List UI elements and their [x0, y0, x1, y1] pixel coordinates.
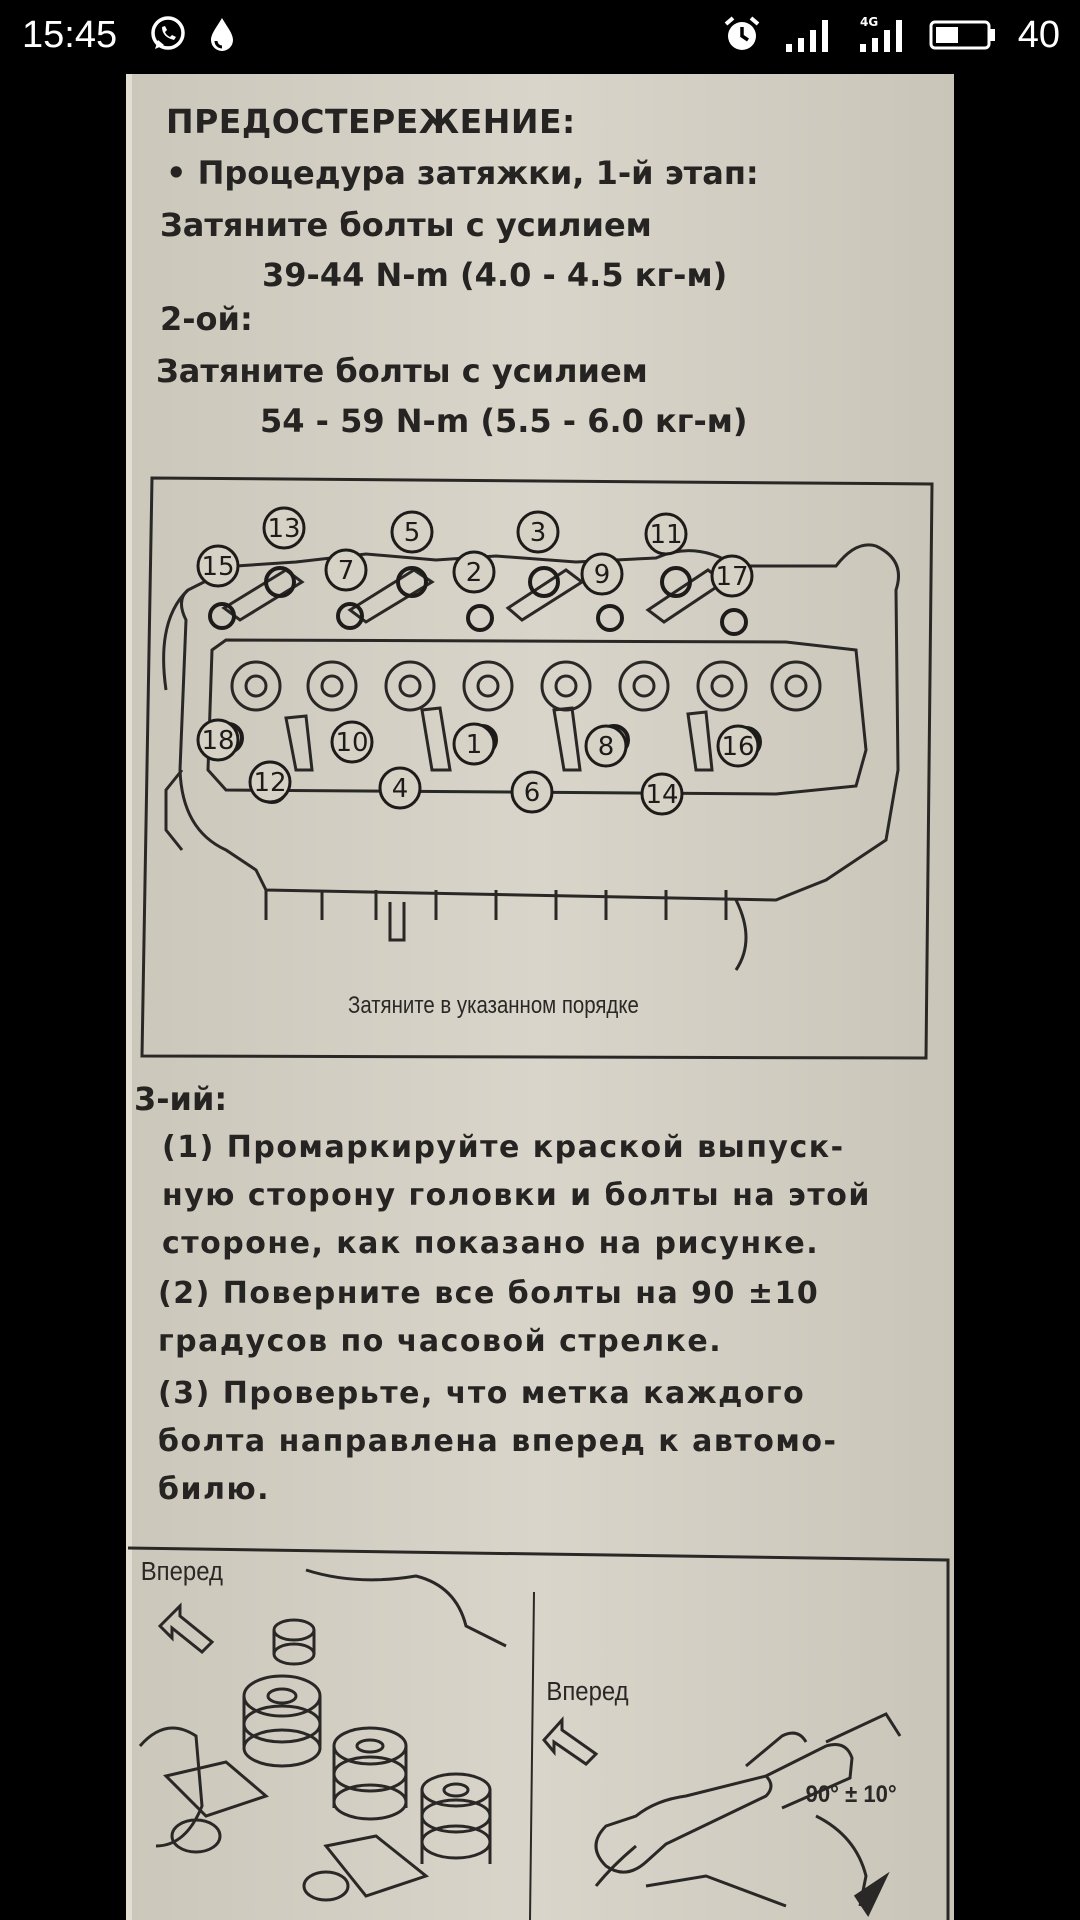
forward-arrow-icon	[157, 1602, 215, 1655]
bolt-label-11: 11	[644, 512, 688, 556]
step2-label: 2-ой:	[160, 300, 253, 338]
battery-level: 40	[1017, 14, 1060, 56]
bolt-label-5: 5	[390, 510, 434, 554]
bolt-label-7: 7	[324, 548, 368, 592]
bolt-label-16: 16	[716, 724, 760, 768]
figure2-angle-label: 90° ± 10°	[806, 1780, 897, 1807]
signal-4g-icon: 4G	[860, 15, 902, 52]
step3-line-5: градусов по часовой стрелке.	[158, 1324, 723, 1359]
svg-text:11: 11	[649, 520, 682, 550]
step2-torque: 54 - 59 N-m (5.5 - 6.0 кг-м)	[260, 402, 748, 440]
figure2-left-label: Вперед	[141, 1557, 224, 1586]
status-bar: 15:45 4G 40	[0, 0, 1080, 74]
step3-line-1: (1) Промаркируйте краской выпуск-	[162, 1130, 845, 1165]
bolt-label-17: 17	[710, 554, 754, 598]
svg-text:7: 7	[338, 556, 355, 586]
svg-text:4G: 4G	[860, 15, 878, 29]
bolt-label-8: 8	[584, 724, 628, 768]
bolt-label-18: 18	[196, 718, 240, 762]
whatsapp-icon	[151, 16, 185, 50]
bolt-label-15: 15	[196, 544, 240, 588]
svg-text:13: 13	[267, 514, 300, 544]
svg-text:8: 8	[598, 732, 615, 762]
clock: 15:45	[22, 14, 118, 56]
svg-text:15: 15	[201, 552, 234, 582]
scanned-manual-page[interactable]: ПРЕДОСТЕРЕЖЕНИЕ: • Процедура затяжки, 1-…	[126, 74, 954, 1920]
step3-line-2: ную сторону головки и болты на этой	[162, 1178, 871, 1213]
bolt-label-4: 4	[378, 766, 422, 810]
step2-instruction: Затяните болты с усилием	[156, 352, 648, 390]
svg-text:3: 3	[530, 518, 547, 548]
step3-line-7: болта направлена вперед к автомо-	[158, 1424, 838, 1459]
bolt-marking-diagram: Вперед Вперед 90° ± 10°	[127, 1546, 950, 1920]
svg-text:5: 5	[404, 518, 421, 548]
step3-label: 3-ий:	[134, 1080, 228, 1118]
battery-icon	[929, 20, 995, 50]
forward-arrow-icon	[542, 1716, 599, 1766]
bolt-order-diagram: 13 5 3 11 15 7 2 9 17 18 10 1 8 16 12 4 …	[140, 476, 934, 1060]
step1-instruction: Затяните болты с усилием	[160, 206, 652, 244]
svg-text:6: 6	[524, 778, 541, 808]
svg-text:12: 12	[253, 768, 286, 798]
bolt-label-6: 6	[510, 770, 554, 814]
svg-text:2: 2	[466, 558, 483, 588]
bolt-label-9: 9	[580, 552, 624, 596]
svg-text:16: 16	[721, 732, 754, 762]
warning-heading: ПРЕДОСТЕРЕЖЕНИЕ:	[166, 102, 576, 141]
step1-bullet: • Процедура затяжки, 1-й этап:	[166, 154, 759, 192]
bolt-label-2: 2	[452, 550, 496, 594]
svg-text:14: 14	[645, 780, 678, 810]
bolt-label-12: 12	[248, 760, 292, 804]
svg-text:10: 10	[335, 728, 368, 758]
step1-torque: 39-44 N-m (4.0 - 4.5 кг-м)	[262, 256, 728, 294]
paper-texture	[126, 74, 954, 1920]
figure1-caption: Затяните в указанном порядке	[348, 992, 639, 1019]
step3-line-8: билю.	[158, 1472, 271, 1507]
svg-text:4: 4	[392, 774, 409, 804]
bolt-label-3: 3	[516, 510, 560, 554]
signal-icon	[786, 20, 828, 52]
step3-line-3: стороне, как показано на рисунке.	[162, 1226, 820, 1261]
step3-line-4: (2) Поверните все болты на 90 ±10	[158, 1276, 820, 1311]
step3-line-6: (3) Проверьте, что метка каждого	[158, 1376, 806, 1411]
alarm-icon	[724, 16, 760, 50]
bolt-label-1: 1	[452, 722, 496, 766]
bolt-label-10: 10	[330, 720, 374, 764]
svg-text:9: 9	[594, 560, 611, 590]
svg-text:1: 1	[466, 730, 483, 760]
bolt-label-13: 13	[262, 506, 306, 550]
drop-icon	[211, 18, 233, 51]
svg-text:17: 17	[715, 562, 748, 592]
figure2-right-label: Вперед	[546, 1677, 629, 1706]
bolt-label-14: 14	[640, 772, 684, 816]
svg-text:18: 18	[201, 726, 234, 756]
